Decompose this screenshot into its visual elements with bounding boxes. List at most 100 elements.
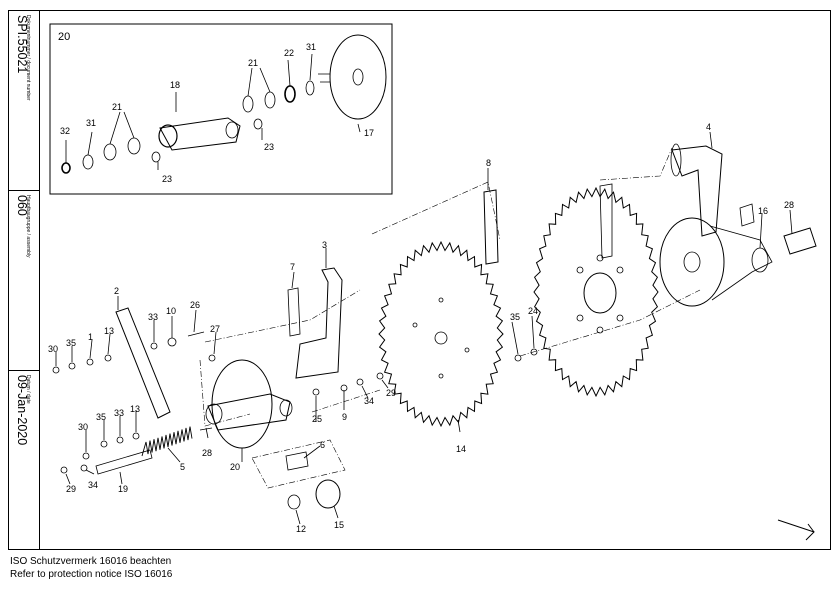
cam-bushing [287,494,301,510]
callout-30-b: 30 [78,422,88,432]
callout-32: 32 [60,126,70,136]
disc-serrated-edge [378,240,504,428]
detail-disc-hub [352,68,364,86]
protection-notice-english: Refer to protection notice ISO 16016 [10,569,173,580]
detail-view-20: 20 [49,23,393,195]
detail-view-border [49,23,393,195]
callout-6: 6 [320,440,325,450]
mounting-bracket [295,267,343,379]
callout-13: 13 [104,326,114,336]
callout-31: 31 [306,42,316,52]
hub-flange [659,217,725,307]
serrated-disc-rear [533,186,659,398]
callout-29-b: 29 [66,484,76,494]
nut [356,378,364,386]
nut [60,466,68,474]
callout-33-b: 33 [114,408,124,418]
bolt-head [208,354,216,362]
protection-notice-german: ISO Schutzvermerk 16016 beachten [10,556,172,567]
washer [86,358,94,366]
disc-center-hole [583,272,617,314]
hub-bracket [739,203,755,227]
washer [116,436,124,444]
nut [104,354,112,362]
hub-center [683,251,701,273]
hub-assembly [659,203,817,307]
scraper-blade [483,189,499,265]
detail-arm-bore [225,121,239,139]
detail-bushing [253,118,263,130]
callout-23: 23 [264,142,274,152]
bolt-head [312,388,320,396]
disc-arm [207,393,291,431]
callout-30: 30 [48,344,58,354]
disc-bolt-hole [434,331,448,345]
callout-35-b: 35 [510,312,520,322]
detail-bearing [284,85,296,103]
callout-8: 8 [486,158,491,168]
washer [100,440,108,448]
relation-lines [199,147,701,489]
disc-bolt-hole [438,297,444,303]
detail-bushing [151,151,161,163]
spring-arm [115,307,171,419]
disc-bolt-hole [576,314,584,322]
disc-arm-bore [279,399,293,417]
disc-bolt-hole [616,314,624,322]
nut [376,372,384,380]
callout-3: 3 [322,240,327,250]
callout-14: 14 [456,444,466,454]
support-arm [671,145,723,237]
detail-washer [264,91,276,109]
detail-shaft [318,73,330,83]
callout-18: 18 [170,80,180,90]
detail-circlip [82,154,94,170]
detail-washer [127,137,141,155]
callout-22: 22 [284,48,294,58]
callout-7: 7 [290,262,295,272]
callout-31-b: 31 [86,118,96,128]
orientation-arrow [777,519,815,541]
mounting-plate [287,287,301,337]
document-number-cell: Dokumentnummer / document number SPI.550… [9,11,39,191]
relation-line [251,439,346,489]
callout-5: 5 [180,462,185,472]
callout-13-b: 13 [130,404,140,414]
callout-28: 28 [784,200,794,210]
callout-27: 27 [210,324,220,334]
washer [150,342,158,350]
callout-26: 26 [190,300,200,310]
detail-ring [61,162,71,174]
callout-33: 33 [148,312,158,322]
callout-25: 25 [312,414,322,424]
relation-line [519,289,701,357]
callout-28-b: 28 [202,448,212,458]
adjustment-plate [285,451,309,471]
callout-29: 29 [386,388,396,398]
detail-leader-lines [65,53,361,170]
callout-1: 1 [88,332,93,342]
detail-view-label: 20 [58,31,70,43]
detail-disc [329,34,387,120]
washer [80,464,88,472]
disc-bolt-hole [464,347,470,353]
fastener-group [52,331,538,474]
compression-spring [141,426,193,457]
title-block: Dokumentnummer / document number SPI.550… [9,11,40,549]
callout-9: 9 [342,412,347,422]
callout-17: 17 [364,128,374,138]
disc-arm-bore [205,403,223,425]
assembly-cell: Hauptbaugruppe / assembly 060 [9,191,39,371]
pivot-pin [95,449,153,475]
callout-10: 10 [166,306,176,316]
disc-serrated-edge [533,186,659,398]
bolt-shaft [187,331,213,431]
hub-cap [783,227,817,255]
nut [132,432,140,440]
washer [167,337,177,347]
washer [68,362,76,370]
callout-12: 12 [296,524,306,534]
detail-circlip [305,80,315,96]
callout-4: 4 [706,122,711,132]
